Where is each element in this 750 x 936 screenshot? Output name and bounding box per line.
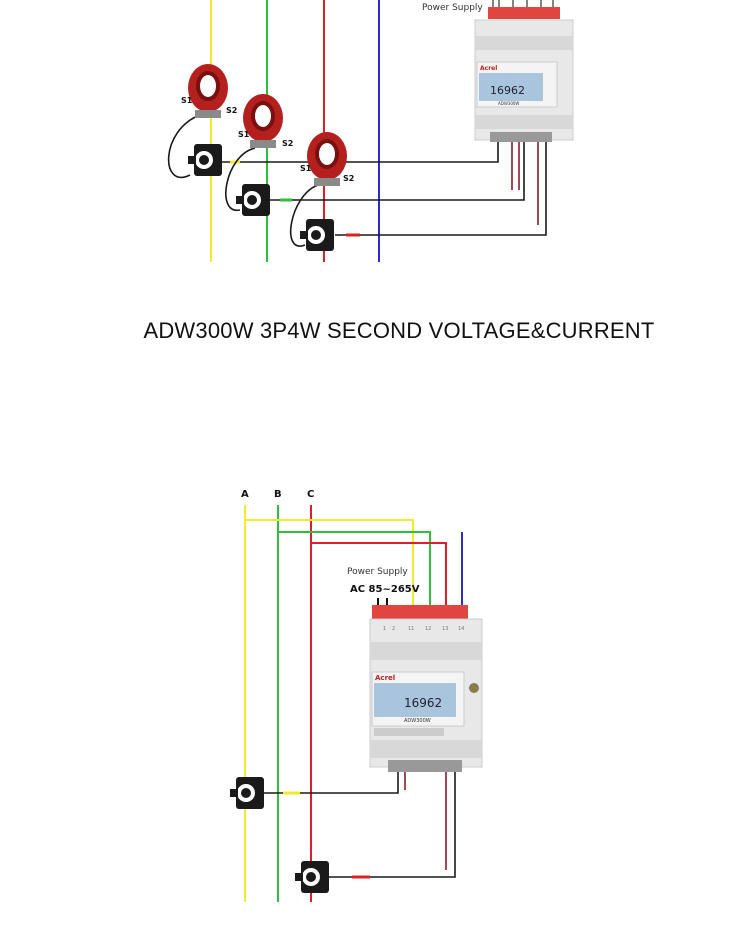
- model-label: ADW300W: [498, 101, 519, 106]
- ct-label-s1: S1: [238, 130, 250, 139]
- ct-label-s2: S2: [282, 139, 293, 148]
- clamp-ct-a: [230, 777, 264, 809]
- meter-device-top: Power Supply Acrel 16962 ADW300W: [420, 0, 574, 142]
- terminal-number: 11: [408, 626, 414, 632]
- ct-label-s1: S1: [300, 164, 312, 173]
- power-supply-label: Power Supply: [347, 567, 408, 577]
- top-terminal-block: [372, 605, 468, 619]
- ct-label-s2: S2: [226, 106, 237, 115]
- display-reading: 16962: [404, 696, 442, 710]
- terminal-number: 2: [392, 626, 395, 632]
- ct-label-s2: S2: [343, 174, 354, 183]
- meter-device-bottom: 1 2 11 12 13 14 Acrel 16962 ADW300W: [369, 605, 483, 772]
- power-supply-voltage: AC 85~265V: [350, 584, 420, 595]
- phase-label-a: A: [241, 489, 249, 500]
- ct-label-s1: S1: [181, 96, 193, 105]
- terminal-number: 14: [458, 626, 464, 632]
- brand-logo: Acrel: [375, 674, 395, 682]
- page-title: ADW300W 3P4W SECOND VOLTAGE&CURRENT: [143, 318, 655, 343]
- phase-label-c: C: [307, 489, 314, 500]
- clamp-ct-c: [300, 219, 334, 251]
- current-transformer-a: [188, 64, 228, 118]
- current-transformer-c: [307, 132, 347, 186]
- power-supply-label: Power Supply: [422, 3, 483, 13]
- bottom-diagram: A B C Power Supply AC 85~265V: [230, 489, 483, 902]
- terminal-number: 1: [383, 626, 386, 632]
- brand-logo: Acrel: [480, 65, 497, 72]
- top-diagram: S1 S2 S1 S2 S1 S2 Power Supply Acrel 169…: [167, 0, 574, 262]
- terminal-number: 12: [425, 626, 431, 632]
- model-label: ADW300W: [404, 718, 431, 724]
- clamp-ct-c: [295, 861, 329, 893]
- clamp-ct-b: [236, 184, 270, 216]
- phase-label-b: B: [274, 489, 282, 500]
- display-reading: 16962: [490, 84, 525, 97]
- terminal-number: 13: [442, 626, 448, 632]
- clamp-ct-a: [188, 144, 222, 176]
- current-transformer-b: [243, 94, 283, 148]
